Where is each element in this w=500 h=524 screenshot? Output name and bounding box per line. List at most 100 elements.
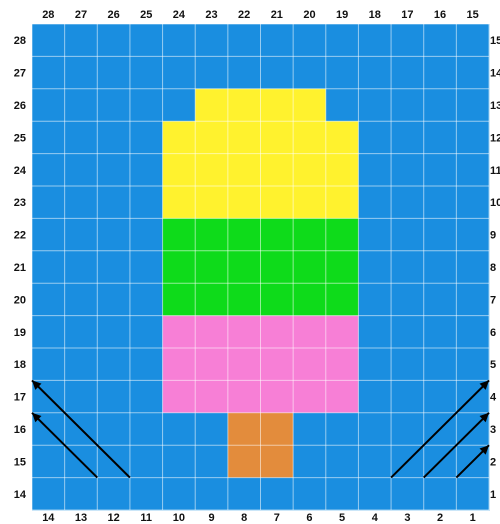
grid-cell bbox=[261, 283, 294, 316]
grid-cell bbox=[261, 154, 294, 187]
bottom-axis-label: 9 bbox=[208, 512, 214, 524]
grid-cell bbox=[32, 348, 65, 381]
grid-cell bbox=[228, 348, 261, 381]
top-axis-label: 19 bbox=[336, 9, 348, 21]
grid-cell bbox=[195, 348, 228, 381]
left-axis-label: 22 bbox=[14, 230, 26, 242]
grid-cell bbox=[424, 380, 457, 413]
bottom-axis-label: 11 bbox=[140, 512, 152, 524]
grid-cell bbox=[391, 186, 424, 219]
grid-cell bbox=[32, 89, 65, 122]
grid-cell bbox=[391, 121, 424, 154]
grid-cell bbox=[65, 316, 98, 349]
grid-cell bbox=[97, 56, 130, 89]
grid-cell bbox=[391, 24, 424, 57]
grid-cell bbox=[228, 121, 261, 154]
grid-cell bbox=[358, 380, 391, 413]
grid-cell bbox=[391, 348, 424, 381]
grid-cell bbox=[293, 380, 326, 413]
grid-cell bbox=[293, 218, 326, 251]
grid-cell bbox=[163, 348, 196, 381]
grid-cell bbox=[358, 413, 391, 446]
grid-cell bbox=[456, 283, 489, 316]
grid-cell bbox=[261, 186, 294, 219]
bottom-axis-labels: 1413121110987654321 bbox=[42, 512, 476, 524]
bottom-axis-label: 1 bbox=[470, 512, 476, 524]
grid-cell bbox=[32, 24, 65, 57]
grid-cell bbox=[293, 478, 326, 511]
grid-cell bbox=[163, 380, 196, 413]
grid-cell bbox=[391, 218, 424, 251]
bottom-axis-label: 5 bbox=[339, 512, 345, 524]
grid-cell bbox=[293, 283, 326, 316]
left-axis-label: 24 bbox=[14, 165, 27, 177]
grid-cell bbox=[391, 154, 424, 187]
grid-cell bbox=[130, 380, 163, 413]
grid-cell bbox=[326, 283, 359, 316]
grid-cell bbox=[293, 348, 326, 381]
grid-cell bbox=[163, 24, 196, 57]
grid-cell bbox=[326, 56, 359, 89]
grid-cell bbox=[228, 478, 261, 511]
grid-cell bbox=[65, 121, 98, 154]
grid-cell bbox=[97, 478, 130, 511]
grid-cell bbox=[97, 251, 130, 284]
grid-cell bbox=[65, 283, 98, 316]
top-axis-label: 17 bbox=[401, 9, 413, 21]
right-axis-label: 6 bbox=[490, 327, 496, 339]
grid-cell bbox=[424, 348, 457, 381]
grid-cell bbox=[32, 478, 65, 511]
grid-cell bbox=[358, 24, 391, 57]
grid-cell bbox=[326, 316, 359, 349]
grid-cell bbox=[130, 89, 163, 122]
grid-cell bbox=[228, 24, 261, 57]
right-axis-label: 11 bbox=[490, 165, 500, 177]
grid-cell bbox=[195, 24, 228, 57]
grid-cell bbox=[65, 348, 98, 381]
left-axis-label: 26 bbox=[14, 100, 26, 112]
grid-cell bbox=[32, 56, 65, 89]
grid-cell bbox=[261, 348, 294, 381]
right-axis-label: 1 bbox=[490, 489, 496, 501]
grid-cell bbox=[391, 89, 424, 122]
top-axis-label: 27 bbox=[75, 9, 87, 21]
grid-cell bbox=[358, 89, 391, 122]
grid-cell bbox=[261, 380, 294, 413]
left-axis-label: 27 bbox=[14, 68, 26, 80]
left-axis-label: 21 bbox=[14, 262, 26, 274]
grid-cell bbox=[261, 89, 294, 122]
grid-cell bbox=[65, 24, 98, 57]
grid-cell bbox=[456, 478, 489, 511]
grid-cell bbox=[130, 56, 163, 89]
grid-cell bbox=[228, 89, 261, 122]
right-axis-label: 13 bbox=[490, 100, 500, 112]
grid-cell bbox=[293, 89, 326, 122]
grid-cell bbox=[424, 283, 457, 316]
grid-cell bbox=[228, 186, 261, 219]
left-axis-label: 28 bbox=[14, 35, 26, 47]
grid-cell bbox=[456, 186, 489, 219]
grid-cell bbox=[65, 89, 98, 122]
right-axis-label: 5 bbox=[490, 359, 496, 371]
grid-cell bbox=[228, 380, 261, 413]
grid-cell bbox=[130, 445, 163, 478]
grid-cell bbox=[97, 186, 130, 219]
grid-cell bbox=[326, 478, 359, 511]
right-axis-label: 7 bbox=[490, 294, 496, 306]
right-axis-label: 3 bbox=[490, 424, 496, 436]
grid-cell bbox=[424, 478, 457, 511]
grid-cell bbox=[65, 218, 98, 251]
grid-cell bbox=[326, 121, 359, 154]
grid-cell bbox=[65, 251, 98, 284]
grid-cell bbox=[293, 316, 326, 349]
grid-cell bbox=[358, 478, 391, 511]
grid-cell bbox=[163, 186, 196, 219]
grid-cell bbox=[65, 478, 98, 511]
left-axis-label: 15 bbox=[14, 456, 26, 468]
grid-cell bbox=[424, 56, 457, 89]
grid-cell bbox=[195, 478, 228, 511]
bottom-axis-label: 2 bbox=[437, 512, 443, 524]
grid-cell bbox=[293, 251, 326, 284]
grid-cell bbox=[195, 154, 228, 187]
grid-cell bbox=[391, 478, 424, 511]
